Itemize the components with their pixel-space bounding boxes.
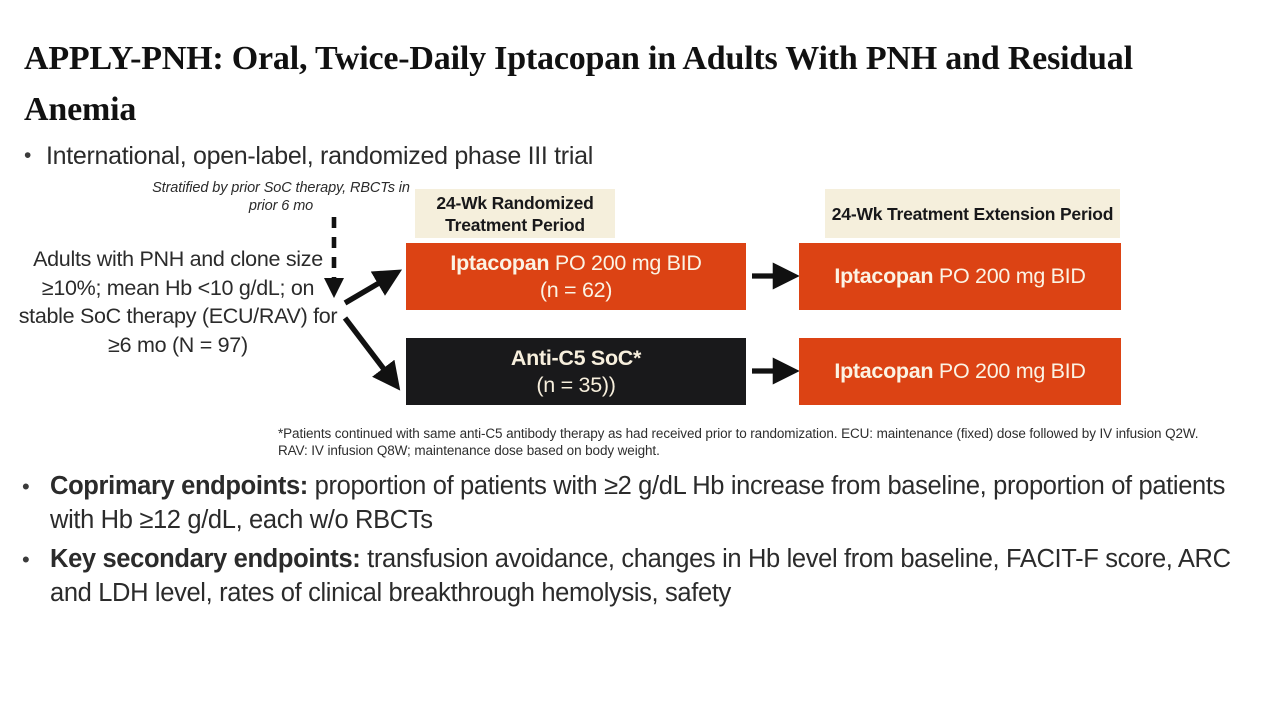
period-header-extension: 24-Wk Treatment Extension Period	[825, 189, 1120, 238]
list-item: • Key secondary endpoints: transfusion a…	[18, 543, 1233, 610]
endpoint-label: Key secondary endpoints:	[50, 545, 361, 573]
bullet-marker-icon: •	[22, 474, 30, 499]
study-design-diagram: Stratified by prior SoC therapy, RBCTs i…	[0, 175, 1280, 425]
page-title: APPLY-PNH: Oral, Twice-Daily Iptacopan i…	[24, 40, 1133, 128]
extension-box-iptacopan-upper: Iptacopan PO 200 mg BID	[799, 243, 1121, 310]
endpoint-detail: transfusion avoidance, changes in Hb lev…	[50, 545, 1231, 607]
arm-drug-name: Anti-C5 SoC*	[510, 345, 642, 370]
arm-sample-size: (n = 35))	[536, 372, 616, 397]
arrow-randomize-upper-icon	[343, 269, 403, 306]
intro-bullet-text: International, open-label, randomized ph…	[46, 142, 593, 170]
arm-drug-name: Iptacopan	[450, 250, 550, 275]
endpoint-label: Coprimary endpoints:	[50, 472, 308, 500]
extension-drug-name: Iptacopan	[834, 359, 934, 383]
stratification-note: Stratified by prior SoC therapy, RBCTs i…	[152, 180, 410, 214]
enrollment-population-text: Adults with PNH and clone size ≥10%; mea…	[18, 247, 338, 357]
extension-dose-text: PO 200 mg BID	[938, 264, 1086, 288]
intro-bullet-row: • International, open-label, randomized …	[22, 140, 1122, 172]
bullet-marker-icon: •	[24, 144, 32, 167]
arm-sample-size: (n = 62)	[539, 277, 613, 302]
extension-box-iptacopan-lower: Iptacopan PO 200 mg BID	[799, 338, 1121, 405]
endpoint-text: Key secondary endpoints: transfusion avo…	[50, 543, 1233, 610]
endpoint-text: Coprimary endpoints: proportion of patie…	[50, 470, 1233, 537]
extension-drug-name: Iptacopan	[834, 264, 934, 288]
period-header-randomized: 24-Wk Randomized Treatment Period	[415, 189, 615, 238]
extension-dose-text: PO 200 mg BID	[938, 359, 1086, 383]
endpoint-detail: proportion of patients with ≥2 g/dL Hb i…	[50, 472, 1226, 534]
list-item: • Coprimary endpoints: proportion of pat…	[18, 470, 1233, 537]
slide-footer: DECERA CLINICAL Education de Latour. NEJ…	[0, 662, 1280, 720]
arrow-randomize-lower-icon	[342, 316, 401, 391]
arm-box-anti-c5-soc: Anti-C5 SoC* (n = 35))	[406, 338, 746, 405]
endpoints-list: • Coprimary endpoints: proportion of pat…	[18, 470, 1233, 616]
bullet-marker-icon: •	[22, 547, 30, 572]
arm-box-iptacopan: Iptacopan PO 200 mg BID (n = 62)	[406, 243, 746, 310]
diagram-arrows	[323, 217, 800, 391]
arm-dose-text: PO 200 mg BID	[554, 250, 702, 275]
diagram-footnote: *Patients continued with same anti-C5 an…	[278, 426, 1199, 458]
